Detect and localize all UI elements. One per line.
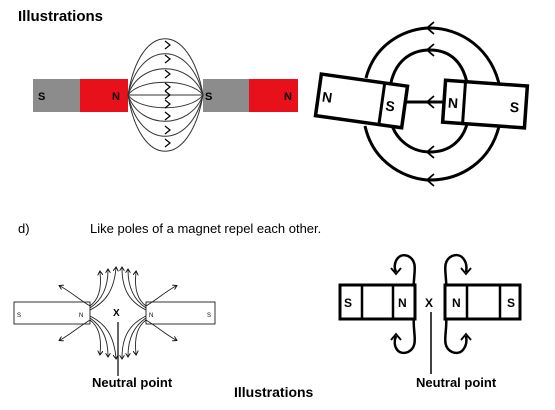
bar2-south-half (203, 79, 249, 112)
fig4-magnet-right (443, 283, 522, 321)
fig2-pole-b: S (385, 97, 396, 114)
fig3-neutral-mark: X (113, 308, 120, 319)
fig3-pole-a: S (17, 313, 21, 319)
fig4-pole-d: S (507, 296, 515, 310)
figure-repulsion-bold: S N N S X (338, 253, 522, 374)
bar2-north-half (249, 79, 298, 112)
fig3-pole-d: S (207, 313, 211, 319)
fig1-field-lines (127, 38, 204, 152)
figure-attraction-outline: N S N S (313, 21, 530, 187)
caption-neutral-point-right: Neutral point (416, 375, 497, 390)
caption-illustrations-bottom: Illustrations (234, 384, 314, 400)
bar1-south-half (33, 79, 80, 112)
fig4-neutral-mark: X (425, 296, 433, 310)
fig4-pole-b: N (398, 296, 407, 310)
fig1-pole-a: S (38, 91, 45, 103)
figure-repulsion-thin: S N N S X (13, 268, 216, 376)
fig2-pole-a: N (321, 89, 333, 106)
fig1-pole-c: S (205, 91, 212, 103)
fig4-pole-c: N (452, 296, 461, 310)
bar1-north-half (80, 79, 128, 112)
fig3-magnet-right (145, 301, 216, 325)
fig2-pole-d: S (509, 99, 519, 116)
fig3-magnet-left (13, 301, 91, 325)
figure-attraction-colored: S N S N (33, 38, 298, 152)
fig3-pole-b: N (79, 313, 83, 319)
fig1-arrowheads (164, 40, 171, 148)
fig4-arrowheads (390, 267, 472, 341)
fig4-field-lines (393, 253, 468, 355)
fig1-pole-b: N (112, 91, 120, 103)
fig1-pole-d: N (284, 91, 292, 103)
fig4-pole-a: S (344, 296, 352, 310)
fig3-pole-c: N (149, 313, 153, 319)
fig2-arrowheads (425, 21, 435, 187)
fig4-magnet-left (338, 283, 417, 321)
fig2-pole-c: N (447, 95, 458, 112)
heading-illustrations: Illustrations (18, 8, 104, 25)
item-letter: d) (18, 221, 30, 236)
caption-neutral-point-left: Neutral point (92, 375, 173, 390)
fig3-field-lines (60, 268, 176, 358)
item-statement: Like poles of a magnet repel each other. (90, 221, 322, 236)
fig2-field-rings (363, 26, 502, 182)
